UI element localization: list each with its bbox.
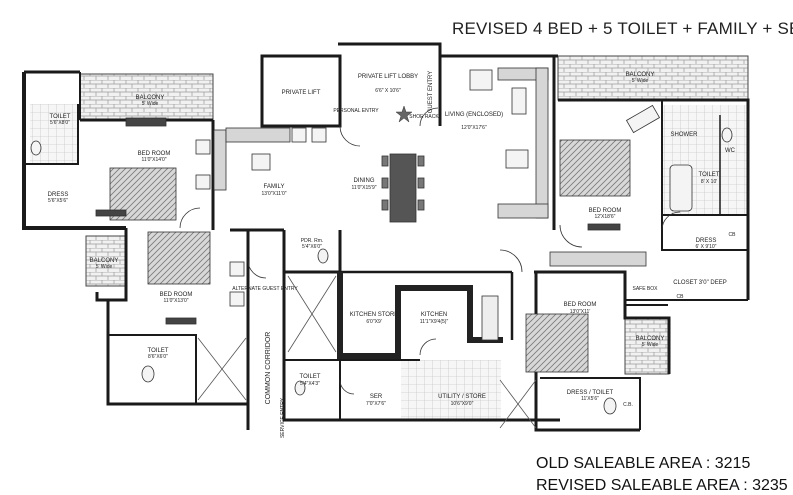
- dress-right-label: DRESS: [696, 238, 717, 244]
- bedroom-left-label: BED ROOM: [138, 151, 171, 157]
- dining-dim: 11'0"X15'9": [351, 185, 376, 191]
- balcony-small-left-dim: 5' Wide: [96, 264, 113, 270]
- toilet-left-label: TOILET: [50, 114, 71, 120]
- furniture: [30, 67, 733, 415]
- family-label: FAMILY: [264, 184, 285, 190]
- balcony-lower-right-dim: 5' Wide: [642, 342, 659, 348]
- wc-label: WC: [725, 148, 736, 154]
- pdr-dim: 5'4"X6'0": [302, 244, 322, 250]
- ser-label: SER: [370, 394, 383, 400]
- family-dim: 13'0"X11'0": [261, 191, 286, 197]
- kitchen-store-label: KITCHEN STORE: [350, 312, 399, 318]
- bedroom-left-dim: 11'0"X14'0": [141, 157, 166, 163]
- bedroom-lower-right-label: BED ROOM: [564, 302, 597, 308]
- guest-entry-label: GUEST ENTRY: [428, 71, 434, 113]
- plan-title: REVISED 4 BED + 5 TOILET + FAMILY + SER: [452, 19, 793, 38]
- balcony-small-left-label: BALCONY: [90, 258, 119, 264]
- balcony-left-dim: 5' Wide: [142, 101, 159, 107]
- balcony-lower-right-label: BALCONY: [636, 336, 665, 342]
- living-label: LIVING (ENCLOSED): [445, 112, 503, 118]
- dining-label: DINING: [354, 178, 375, 184]
- private-lift-label: PRIVATE LIFT: [282, 90, 321, 96]
- ser-dim: 7'0"X7'6": [366, 401, 386, 407]
- kitchen-dim: 11'1"X9'4(5)": [420, 319, 449, 325]
- utility-dim: 10'6"X9'0": [451, 401, 474, 407]
- bedroom-mid-left-dim: 11'0"X13'0": [163, 298, 188, 304]
- toilet-service-dim: 5'4"X4'3": [300, 381, 320, 387]
- balcony-right-dim: 5' Wide: [632, 78, 649, 84]
- balcony-left-label: BALCONY: [136, 95, 165, 101]
- closet-label: CLOSET 3'0" DEEP: [673, 280, 727, 286]
- balconies: [79, 55, 749, 375]
- pdr-label: PDR. Rm.: [301, 238, 324, 244]
- kitchen-store-dim: 6'0"X9': [366, 319, 381, 325]
- old-saleable-area: OLD SALEABLE AREA : 3215: [536, 455, 751, 472]
- utility-label: UTILITY / STORE: [438, 394, 486, 400]
- cb-right-label: CB: [729, 232, 737, 238]
- dress-toilet-label: DRESS / TOILET: [567, 390, 614, 396]
- lift-lobby-label: PRIVATE LIFT LOBBY: [358, 74, 418, 80]
- doors: [179, 107, 681, 395]
- common-corridor-label: COMMON CORRIDOR: [265, 332, 272, 405]
- safe-box-label: SAFE BOX: [632, 286, 658, 292]
- room-labels: BALCONY 5' Wide TOILET 5'6"X8'0" DRESS 5…: [48, 72, 736, 408]
- bedroom-mid-left-label: BED ROOM: [160, 292, 193, 298]
- balcony-right-label: BALCONY: [626, 72, 655, 78]
- service-entry-label: SERVICE ENTRY: [280, 397, 286, 438]
- toilet-service-label: TOILET: [300, 374, 321, 380]
- dress-right-dim: 6' X 9'10": [696, 244, 717, 250]
- cb-lower-label: C.B.: [623, 402, 633, 408]
- dress-left-label: DRESS: [48, 192, 69, 198]
- bedroom-right-label: BED ROOM: [589, 208, 622, 214]
- bedroom-lower-right-dim: 13'0"X11': [570, 309, 591, 315]
- toilet-right-dim: 8' X 10': [701, 179, 717, 185]
- alternate-guest-entry-label: ALTERNATE GUEST ENTRY: [232, 286, 298, 292]
- cb-closet-label: CB: [677, 294, 685, 300]
- revised-saleable-area: REVISED SALEABLE AREA : 3235: [536, 477, 788, 494]
- living-dim: 12'0"X17'6": [461, 125, 487, 131]
- shower-label: SHOWER: [671, 132, 699, 138]
- toilet-mid-left-label: TOILET: [148, 348, 169, 354]
- bedroom-right-dim: 12'X18'6": [595, 214, 616, 220]
- personal-entry-label: PERSONAL ENTRY: [333, 108, 379, 114]
- toilet-mid-left-dim: 8'6"X6'0": [148, 354, 168, 360]
- dress-toilet-dim: 11'X5'6": [581, 396, 599, 402]
- toilet-right-label: TOILET: [699, 172, 720, 178]
- dress-left-dim: 5'6"X5'6": [48, 198, 68, 204]
- shoe-rack-label: SHOE RACK: [409, 114, 439, 120]
- lift-lobby-dim: 6'6" X 10'6": [375, 88, 401, 94]
- kitchen-label: KITCHEN: [421, 312, 447, 318]
- toilet-left-dim: 5'6"X8'0": [50, 120, 70, 126]
- tile-floors: [30, 104, 748, 420]
- shoe-rack-icon: [395, 105, 413, 123]
- shaft-crosses: [197, 275, 537, 429]
